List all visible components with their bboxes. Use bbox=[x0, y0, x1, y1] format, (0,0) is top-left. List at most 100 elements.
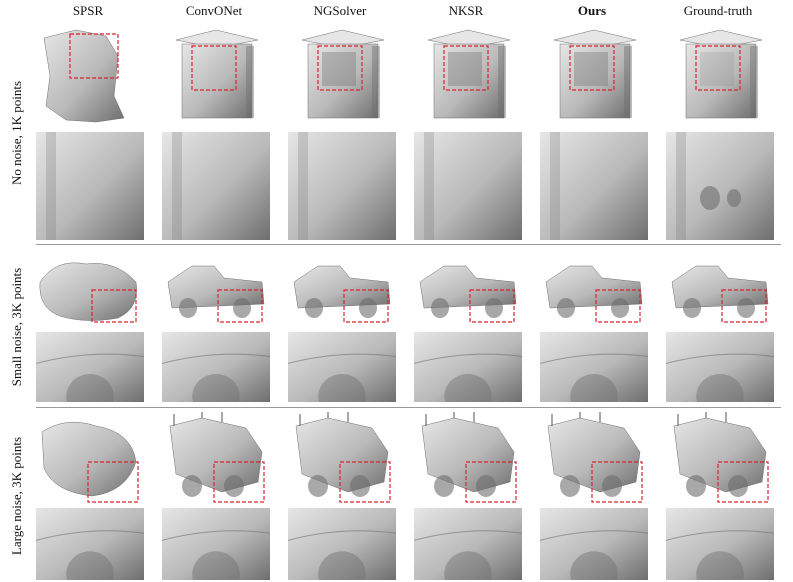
zoom-surface bbox=[666, 332, 774, 402]
mesh-window bbox=[322, 52, 356, 86]
mesh-side-shadow bbox=[372, 46, 380, 118]
zoom-wheel bbox=[696, 374, 744, 402]
mesh-render bbox=[679, 29, 763, 119]
mesh-render bbox=[39, 262, 137, 323]
mesh-wheel bbox=[350, 475, 370, 497]
mesh-side-shadow bbox=[750, 46, 758, 118]
mesh-roll-bar bbox=[551, 412, 601, 426]
mesh-render bbox=[419, 265, 517, 323]
zoom-wheel bbox=[444, 551, 492, 580]
column-header-convonet: ConvONet bbox=[185, 3, 243, 18]
render-jeep-zoom-ground-truth bbox=[666, 508, 774, 580]
render-kiosk-full-spsr bbox=[36, 26, 144, 124]
render-kiosk-full-ground-truth bbox=[666, 26, 774, 124]
column-header-spsr: SPSR bbox=[72, 3, 104, 18]
mesh-render bbox=[414, 332, 522, 402]
group-separator-1 bbox=[36, 244, 781, 245]
zoom-region-box bbox=[469, 289, 515, 323]
mesh-render bbox=[673, 412, 769, 503]
zoom-surface bbox=[540, 332, 648, 402]
zoom-hole bbox=[700, 186, 720, 210]
zoom-edge-shadow bbox=[172, 132, 182, 240]
mesh-roll-bar bbox=[173, 412, 223, 426]
mesh-render bbox=[666, 332, 774, 402]
zoom-wheel bbox=[696, 551, 744, 580]
column-header-ground-truth: Ground-truth bbox=[683, 3, 753, 18]
group-separator-2 bbox=[36, 407, 781, 408]
mesh-side-shadow bbox=[246, 46, 254, 118]
zoom-surface bbox=[36, 508, 144, 580]
mesh-window bbox=[700, 52, 734, 86]
zoom-crease bbox=[36, 353, 144, 364]
mesh-wheel bbox=[686, 475, 706, 497]
render-pickup-full-ours bbox=[540, 252, 648, 328]
mesh-render bbox=[293, 265, 391, 323]
mesh-surface bbox=[295, 417, 389, 493]
column-header-nksr: NKSR bbox=[448, 3, 484, 18]
mesh-surface bbox=[421, 417, 515, 493]
mesh-surface bbox=[433, 43, 505, 119]
render-pickup-zoom-spsr bbox=[36, 332, 144, 402]
mesh-render bbox=[169, 412, 265, 503]
mesh-wheel bbox=[224, 475, 244, 497]
zoom-surface bbox=[540, 132, 648, 240]
mesh-render bbox=[545, 265, 643, 323]
mesh-surface bbox=[169, 417, 263, 493]
zoom-edge-shadow bbox=[550, 132, 560, 240]
mesh-render bbox=[162, 508, 270, 580]
mesh-wheel bbox=[602, 475, 622, 497]
render-jeep-full-nksr bbox=[414, 412, 522, 504]
mesh-render bbox=[288, 332, 396, 402]
zoom-region-box bbox=[343, 289, 389, 323]
render-kiosk-zoom-spsr bbox=[36, 132, 144, 240]
mesh-window bbox=[574, 52, 608, 86]
zoom-region-box bbox=[91, 289, 137, 323]
mesh-render bbox=[547, 412, 643, 503]
zoom-wheel bbox=[570, 374, 618, 402]
mesh-wheel bbox=[557, 298, 575, 318]
mesh-render bbox=[301, 29, 385, 119]
render-jeep-zoom-ngsolver bbox=[288, 508, 396, 580]
render-jeep-full-spsr bbox=[36, 412, 144, 504]
mesh-surface bbox=[559, 43, 631, 119]
zoom-surface bbox=[666, 132, 774, 240]
mesh-render bbox=[162, 332, 270, 402]
mesh-wheel bbox=[728, 475, 748, 497]
mesh-wheel bbox=[233, 298, 251, 318]
render-jeep-zoom-convonet bbox=[162, 508, 270, 580]
zoom-region-box bbox=[69, 33, 119, 79]
render-pickup-zoom-ngsolver bbox=[288, 332, 396, 402]
zoom-crease bbox=[162, 530, 270, 541]
zoom-wheel bbox=[66, 551, 114, 580]
mesh-render bbox=[167, 265, 265, 323]
zoom-crease bbox=[540, 530, 648, 541]
mesh-render bbox=[671, 265, 769, 323]
zoom-region-box bbox=[191, 45, 237, 91]
mesh-wheel bbox=[179, 298, 197, 318]
render-kiosk-zoom-ours bbox=[540, 132, 648, 240]
row-label-large-noise-text: Large noise, 3K points bbox=[9, 436, 24, 556]
zoom-surface bbox=[288, 332, 396, 402]
zoom-surface bbox=[414, 332, 522, 402]
zoom-edge-shadow bbox=[46, 132, 56, 240]
mesh-roll-bar bbox=[299, 412, 349, 426]
render-kiosk-zoom-ground-truth bbox=[666, 132, 774, 240]
row-label-small-noise: Small noise, 3K points bbox=[6, 252, 28, 402]
mesh-surface bbox=[39, 262, 137, 321]
zoom-wheel bbox=[318, 551, 366, 580]
render-pickup-full-nksr bbox=[414, 252, 522, 328]
row-label-no-noise: No noise, 1K points bbox=[6, 26, 28, 240]
zoom-surface bbox=[36, 132, 144, 240]
render-pickup-zoom-ground-truth bbox=[666, 332, 774, 402]
mesh-wheel bbox=[359, 298, 377, 318]
render-jeep-full-ours bbox=[540, 412, 648, 504]
render-pickup-full-spsr bbox=[36, 252, 144, 328]
mesh-wheel bbox=[305, 298, 323, 318]
zoom-region-box bbox=[569, 45, 615, 91]
zoom-region-box bbox=[717, 461, 769, 503]
render-jeep-full-ngsolver bbox=[288, 412, 396, 504]
render-jeep-full-ground-truth bbox=[666, 412, 774, 504]
zoom-region-box bbox=[87, 461, 139, 503]
zoom-crease bbox=[666, 353, 774, 364]
zoom-crease bbox=[540, 353, 648, 364]
